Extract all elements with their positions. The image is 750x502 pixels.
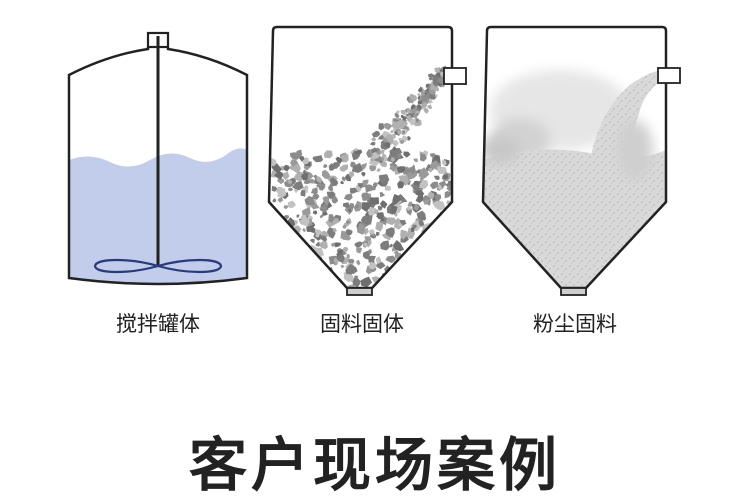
powder-silo-body <box>481 25 668 290</box>
silo-inlet-pipe <box>443 67 467 85</box>
silo-outlet <box>346 287 373 296</box>
silo-body <box>267 25 454 290</box>
powder-silo-outlet <box>560 287 587 296</box>
panel-label-powder-silo: 粉尘固料 <box>533 312 617 336</box>
panel-label-solid-silo: 固料固体 <box>320 312 404 336</box>
agitator-tank-icon <box>67 31 249 286</box>
granule-fill <box>269 65 452 288</box>
powder-silo-icon <box>481 25 681 296</box>
impeller-icon <box>93 258 223 274</box>
section-title: 客户现场案例 <box>188 431 561 499</box>
powder-silo-inlet-pipe <box>657 67 681 84</box>
tank-body <box>67 47 249 286</box>
panel-label-agitator-tank: 搅拌罐体 <box>116 312 200 336</box>
solid-silo-icon <box>267 25 467 296</box>
powder-fill <box>483 27 666 288</box>
